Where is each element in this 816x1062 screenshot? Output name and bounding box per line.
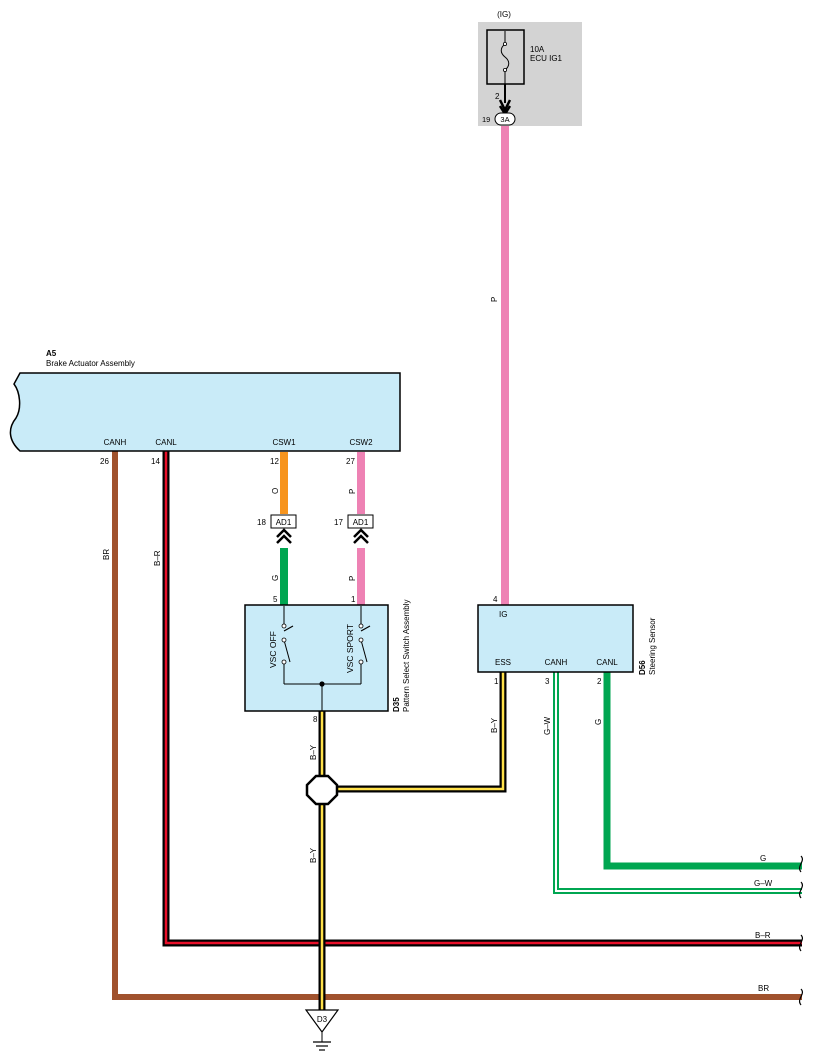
fuse-pin: 2 — [495, 92, 500, 101]
offpage-label-br-red: B–R — [755, 931, 771, 940]
break-icon — [798, 988, 804, 1006]
label-sensor-canh: G–W — [543, 716, 552, 735]
pin-csw1: 12 — [270, 457, 279, 466]
actuator-name: Brake Actuator Assembly — [46, 359, 135, 368]
label-csw1-lower: G — [271, 575, 280, 581]
terminal-canl: CANL — [155, 438, 177, 447]
steering-sensor: 4 IG ESS CANH CANL 1 3 2 D56 Steering Se… — [477, 595, 657, 686]
sensor-name: Steering Sensor — [648, 617, 657, 675]
wire-junction — [305, 774, 339, 806]
switch-label-vsc-off: VSC OFF — [268, 631, 278, 668]
connector-3a — [494, 112, 516, 126]
fuse-panel: (IG) 10A ECU IG1 2 3A 19 — [478, 10, 582, 126]
pattern-select-switch-assembly: 5 1 8 VSC OFF VSC SPORT D35 Pattern Sele… — [244, 595, 411, 724]
sensor-terminal-ig: IG — [499, 610, 507, 619]
label-ground-lower: B–Y — [309, 847, 318, 863]
switch-icon — [283, 639, 291, 663]
chevron-up-icon — [276, 528, 292, 544]
sensor-pin-ess: 1 — [494, 677, 499, 686]
actuator-id: A5 — [46, 349, 57, 358]
pin-csw2: 27 — [346, 457, 355, 466]
chevron-up-icon — [353, 528, 369, 544]
offpage-label-g: G — [760, 854, 766, 863]
terminal-csw1: CSW1 — [272, 438, 296, 447]
wire-br-canh — [112, 451, 802, 1000]
junction-connector-ad1-right: 17 AD1 — [334, 514, 374, 544]
ad1-left-label: AD1 — [276, 518, 292, 527]
switch-assembly-id: D35 — [392, 697, 401, 712]
terminal-canh: CANH — [104, 438, 127, 447]
break-icon — [798, 934, 804, 952]
offpage-label-gw: G–W — [754, 879, 773, 888]
connector-3a-pin: 19 — [482, 115, 490, 124]
wire-g-canl — [603, 672, 802, 870]
fuse-icon — [500, 31, 510, 84]
sensor-terminal-canl: CANL — [596, 658, 618, 667]
switch-assembly-name: Pattern Select Switch Assembly — [402, 600, 411, 713]
pin-canh: 26 — [100, 457, 109, 466]
sensor-terminal-canh: CANH — [545, 658, 568, 667]
label-canl-actuator: B–R — [153, 550, 162, 566]
connector-3a-label: 3A — [500, 115, 509, 124]
label-ess: B–Y — [490, 717, 499, 733]
ad1-left-pin: 18 — [257, 518, 266, 527]
brake-actuator-assembly: A5 Brake Actuator Assembly CANH CANL CSW… — [9, 349, 401, 466]
chevron-down-icon — [498, 99, 512, 113]
switch-label-vsc-sport: VSC SPORT — [345, 624, 355, 673]
wire-labels: P O G P P BR B–R B–Y B–Y B–Y G–W G — [102, 297, 603, 863]
ad1-right-label: AD1 — [353, 518, 369, 527]
label-canh-actuator: BR — [102, 549, 111, 560]
terminal-csw2: CSW2 — [349, 438, 373, 447]
switch-pin-5: 5 — [273, 595, 278, 604]
break-icon — [798, 855, 804, 873]
wires — [112, 126, 802, 1010]
ground-d3: D3 — [304, 1009, 340, 1051]
pin-canl: 14 — [151, 457, 160, 466]
sensor-id: D56 — [638, 660, 647, 675]
switch-pin-8: 8 — [313, 715, 318, 724]
label-switch-ground: B–Y — [309, 744, 318, 760]
ad1-right-pin: 17 — [334, 518, 343, 527]
sensor-pin-canh: 3 — [545, 677, 550, 686]
switch-contacts — [283, 606, 371, 711]
label-csw2-upper: P — [348, 489, 357, 494]
ground-id: D3 — [317, 1015, 328, 1024]
sensor-pin-ig: 4 — [493, 595, 498, 604]
offpage-labels: G G–W B–R BR — [754, 854, 773, 993]
label-pink-main: P — [490, 297, 499, 302]
switch-icon — [360, 639, 368, 663]
fuse-rating: 10A — [530, 45, 545, 54]
label-csw1-upper: O — [271, 488, 280, 494]
label-sensor-canl: G — [594, 719, 603, 725]
break-marks — [798, 855, 804, 1006]
junction-connector-ad1-left: 18 AD1 — [257, 514, 297, 544]
sensor-pin-canl: 2 — [597, 677, 602, 686]
label-csw2-lower: P — [348, 576, 357, 581]
offpage-label-br: BR — [758, 984, 769, 993]
break-icon — [798, 881, 804, 899]
fuse-name: ECU IG1 — [530, 54, 563, 63]
power-source-label: (IG) — [497, 10, 511, 19]
switch-pin-1: 1 — [351, 595, 356, 604]
sensor-terminal-ess: ESS — [495, 658, 511, 667]
